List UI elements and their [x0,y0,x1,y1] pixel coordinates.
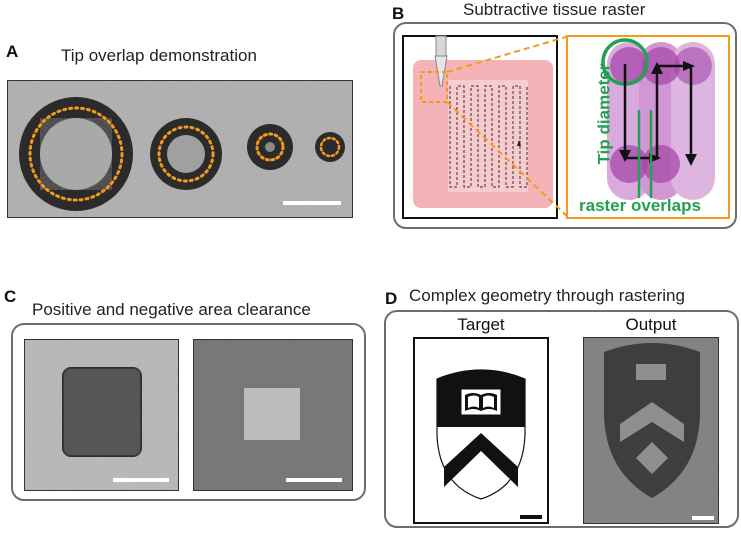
raster-diagram [402,35,730,219]
panel-a-letter: A [6,42,19,61]
tip-overlap-micrograph [7,80,353,218]
output-label: Output [625,315,677,334]
positive-clearance-micrograph [24,339,179,491]
tip-circle-3-outline [255,132,285,162]
tip-circle-4-outline [319,136,341,158]
negative-clearance-image [194,340,352,490]
positive-clearance-image [25,340,178,490]
panel-a-title: Tip overlap demonstration [61,46,257,65]
panel-c-frame [11,323,366,501]
panel-d-title: Complex geometry through rastering [409,286,685,305]
scale-bar-output [692,516,714,520]
tip-circle-1-outline [28,106,124,202]
panel-b-frame [393,22,737,229]
scale-bar-target [520,515,542,519]
panel-c-letter: C [4,287,17,306]
raster-overlaps-label: raster overlaps [579,196,701,215]
negative-clearance-micrograph [193,339,353,491]
pipette-tip-icon [434,35,448,87]
tip-diameter-label: Tip diameter [594,63,614,165]
panel-d-frame [384,310,739,528]
scale-bar-c-right [286,478,342,482]
target-shield-icon [436,369,526,500]
tip-overlap-image [8,81,352,217]
output-micrograph [583,337,719,524]
panel-b-letter: B [392,4,405,23]
target-label: Target [457,315,505,334]
output-shield-image [584,338,718,523]
target-image [413,337,549,524]
panel-c-title: Positive and negative area clearance [32,300,311,319]
panel-b-title: Subtractive tissue raster [463,0,646,19]
panel-d-letter: D [385,289,398,308]
scale-bar-a [283,201,341,205]
tip-circle-2-outline [157,125,215,183]
scale-bar-c-left [113,478,169,482]
